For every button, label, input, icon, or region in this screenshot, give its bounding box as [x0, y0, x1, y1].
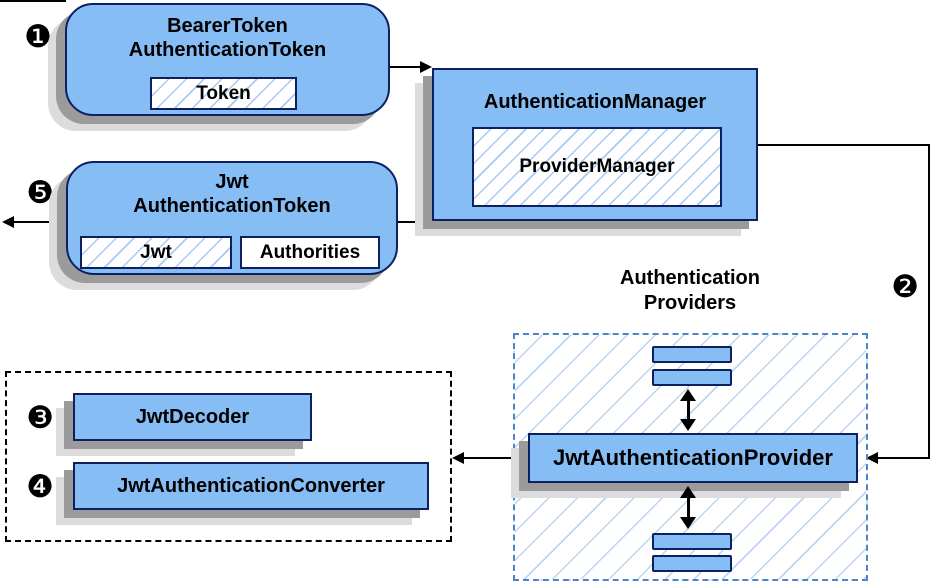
jwt-chip: Jwt — [80, 236, 232, 269]
edge-bearer-to-manager — [390, 66, 422, 68]
node-title: AuthenticationManager — [483, 91, 707, 113]
edge-manager-to-provider-bottom — [876, 457, 930, 459]
label-line-2: Providers — [643, 292, 737, 314]
arrowhead-up-icon — [680, 389, 696, 401]
chip-label: ProviderManager — [519, 156, 675, 177]
provider-placeholder-bar — [652, 346, 732, 363]
arrowhead-right-icon — [420, 61, 432, 73]
arrowhead-up-icon — [680, 486, 696, 498]
node-title: BearerToken AuthenticationToken — [67, 14, 388, 62]
provider-placeholder-bar — [652, 533, 732, 550]
node-title: JwtDecoder — [135, 405, 250, 428]
jwt-decoder-node: JwtDecoder — [73, 393, 312, 441]
bearer-token-authentication-token-node: BearerToken AuthenticationToken Token — [65, 3, 390, 116]
node-title: Jwt AuthenticationToken — [68, 170, 396, 218]
double-arrow-icon — [680, 389, 696, 431]
edge-manager-to-provider-top — [758, 144, 930, 146]
jwt-authentication-token-node: Jwt AuthenticationToken Jwt Authorities — [66, 161, 398, 275]
step-3-badge: ❸ — [26, 400, 54, 435]
step-4-badge: ❹ — [26, 469, 54, 504]
edge-incoming-request — [0, 0, 66, 2]
jwt-converters-group-box — [5, 371, 452, 542]
provider-placeholder-bar — [652, 369, 732, 386]
chip-label: Jwt — [140, 241, 172, 263]
arrow-shaft — [686, 398, 690, 422]
label-line-1: Authentication — [620, 267, 760, 289]
authorities-chip: Authorities — [240, 236, 380, 269]
title-line-2: AuthenticationToken — [128, 39, 327, 61]
authentication-providers-label: Authentication Providers — [565, 266, 815, 316]
jwt-authentication-provider-node: JwtAuthenticationProvider — [528, 433, 858, 483]
arrowhead-down-icon — [680, 419, 696, 431]
chip-label: Token — [196, 82, 251, 104]
step-5-badge: ❺ — [26, 175, 54, 210]
step-2-badge: ❷ — [891, 269, 919, 304]
token-chip: Token — [150, 77, 297, 110]
step-1-badge: ❶ — [24, 19, 52, 54]
provider-placeholder-bar — [652, 555, 732, 572]
edge-outgoing-result — [12, 221, 66, 223]
node-title: JwtAuthenticationProvider — [553, 445, 833, 470]
arrowhead-left-icon — [452, 452, 464, 464]
arrow-shaft — [686, 495, 690, 520]
title-line-1: Jwt — [215, 171, 249, 193]
arrowhead-left-icon — [2, 216, 14, 228]
edge-manager-to-provider-vertical — [928, 144, 930, 459]
title-line-1: BearerToken — [167, 15, 288, 37]
chip-label: Authorities — [259, 241, 361, 263]
jwt-authentication-converter-node: JwtAuthenticationConverter — [73, 462, 429, 510]
authentication-manager-node: AuthenticationManager ProviderManager — [432, 68, 758, 221]
provider-manager-chip: ProviderManager — [472, 127, 722, 207]
arrowhead-left-icon — [866, 452, 878, 464]
node-title: JwtAuthenticationConverter — [117, 474, 385, 497]
edge-provider-to-decoder — [462, 457, 513, 459]
edge-manager-to-jwt-token — [398, 221, 432, 223]
title-line-2: AuthenticationToken — [133, 195, 331, 217]
double-arrow-icon — [680, 486, 696, 529]
arrowhead-down-icon — [680, 517, 696, 529]
